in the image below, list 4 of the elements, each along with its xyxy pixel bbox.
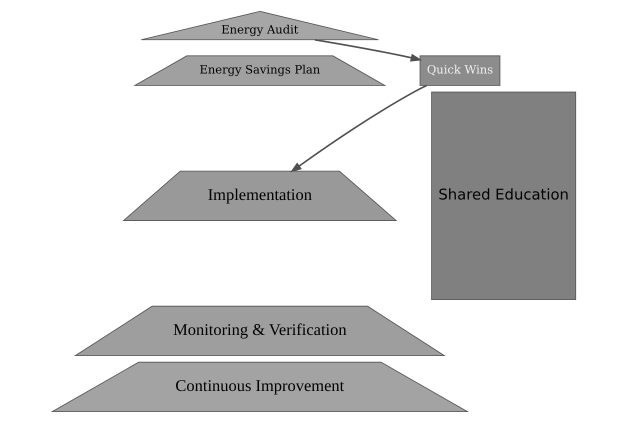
arrow bbox=[314, 38, 422, 62]
node-box: Shared Education bbox=[430, 92, 576, 300]
arrow bbox=[290, 84, 427, 173]
node-box: Quick Wins bbox=[419, 55, 500, 86]
